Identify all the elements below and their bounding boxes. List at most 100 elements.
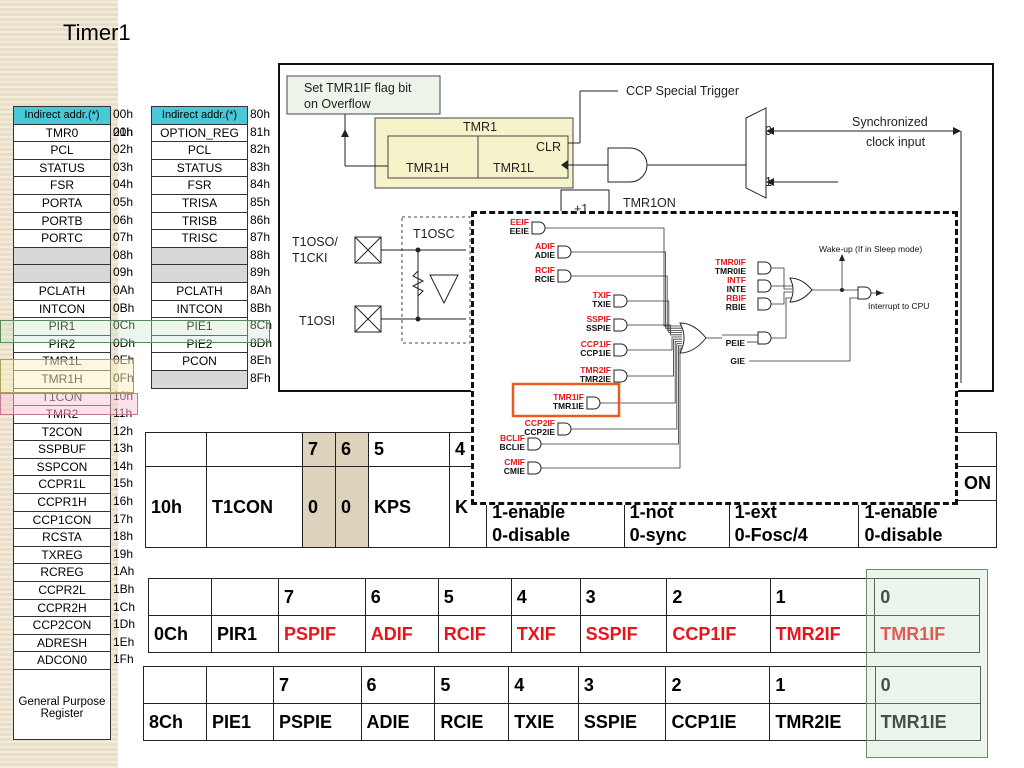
- pir1-bit-number: 5: [437, 578, 512, 616]
- t1con-bit-value: KPS: [368, 466, 450, 548]
- irq-enable-rbie: RBIE: [726, 302, 747, 312]
- bank1-register-address: 80h: [250, 107, 271, 121]
- irq-wire: [627, 338, 682, 377]
- bank0-register-address: 1Dh: [113, 617, 136, 632]
- irq-and-gate: [557, 422, 572, 436]
- bank0-register-cell: INTCON: [14, 300, 110, 319]
- irq-and-gate: [527, 461, 542, 475]
- bank0-register-address: 09h: [113, 265, 134, 280]
- interrupt-cpu-label: Interrupt to CPU: [868, 301, 929, 311]
- irq-wire: [571, 343, 682, 430]
- irq-and-gate: [613, 369, 628, 383]
- bank0-register-address: 04h: [113, 177, 134, 192]
- irq-wire: [771, 267, 792, 287]
- bank0-register-cell: Indirect addr.(*): [14, 107, 110, 125]
- bank1-register-cell: PCLATH: [152, 282, 247, 301]
- bank0-register-cell: T2CON: [14, 423, 110, 442]
- bank1-register-address: 82h: [250, 142, 271, 157]
- bank1-register-address: 81h: [250, 124, 271, 139]
- tmr1h-label: TMR1H: [406, 161, 449, 175]
- interrupt-logic-diagram: EEIFEEIEADIFADIERCIFRCIETXIFTXIESSPIFSSP…: [500, 217, 930, 476]
- irq-and-gate: [613, 294, 628, 308]
- bank1-register-address: 8Ah: [250, 282, 272, 297]
- tmr1l-label: TMR1L: [493, 161, 534, 175]
- sync-input-line1: Synchronized: [852, 115, 928, 129]
- irq-wire: [627, 300, 682, 333]
- bank1-register-address: 87h: [250, 230, 271, 245]
- bank1-register-cell: STATUS: [152, 159, 247, 178]
- irq-wire: [571, 251, 682, 329]
- pir1-bit-rcif: RCIF: [437, 615, 512, 653]
- bank1-register-address: 85h: [250, 194, 271, 209]
- bank0-register-address: 01h: [113, 124, 134, 139]
- bank0-register-cell: RCSTA: [14, 529, 110, 547]
- t1osi-label: T1OSI: [299, 314, 335, 328]
- pie1-bit-txie: TXIE: [508, 703, 579, 741]
- t1con-name: T1CON: [206, 466, 303, 548]
- bank1-register-cell: PCON: [152, 353, 247, 371]
- irq-flag-bclif: BCLIF: [500, 433, 525, 443]
- irq-flag-txif: TXIF: [593, 290, 611, 300]
- pie1-bit-number: 1: [769, 666, 876, 704]
- t1con-addr-header: [145, 432, 207, 467]
- tmr1if-highlight: [511, 382, 621, 418]
- pir1-bit-tmr1if: TMR1IF: [874, 615, 980, 653]
- bank1-register-cell: TRISB: [152, 212, 247, 231]
- flag-note-line1: Set TMR1IF flag bit: [304, 81, 412, 95]
- tmr1-highlight: [0, 359, 134, 393]
- bank0-register-address: 18h: [113, 529, 134, 544]
- pir1-bit-ccp1if: CCP1IF: [666, 615, 771, 653]
- bank0-register-address: 1Fh: [113, 652, 134, 667]
- pie1-bit-number: 4: [508, 666, 579, 704]
- t1con-bit-number: 7: [302, 432, 336, 467]
- irq-wire: [541, 345, 682, 445]
- irq-wire: [545, 227, 682, 327]
- bank0-register-address: 07h: [113, 230, 134, 245]
- irq-wire: [771, 297, 792, 339]
- pie1-bit-pspie: PSPIE: [273, 703, 362, 741]
- pie1-bit-number: 2: [665, 666, 771, 704]
- pie1-bit-sspie: SSPIE: [577, 703, 667, 741]
- irq-enable-tmr2ie: TMR2IE: [580, 374, 612, 384]
- irq-enable-cmie: CMIE: [504, 466, 526, 476]
- bank1-register-cell: TRISA: [152, 194, 247, 213]
- pir1-bit-txif: TXIF: [510, 615, 581, 653]
- irq-and-gate: [757, 261, 772, 275]
- pir1-bit-number: 3: [579, 578, 668, 616]
- pir1-bit-adif: ADIF: [364, 615, 439, 653]
- t1oso-line2: T1CKI: [292, 251, 327, 265]
- pir1-bit-tmr2if: TMR2IF: [769, 615, 876, 653]
- bank0-register-address: 0Ah: [113, 282, 135, 297]
- bank0-register-cell: PORTA: [14, 194, 110, 213]
- bank1-register-address: 8Eh: [250, 353, 272, 368]
- bank0-register-cell: CCPR1H: [14, 494, 110, 512]
- bank0-register-cell: TMR0: [14, 124, 110, 143]
- bank0-register-address: 12h: [113, 423, 134, 438]
- bank1-register-address: 8Ch: [250, 318, 273, 333]
- t1con-bit-value: 0: [335, 466, 369, 548]
- bank0-register-cell: [14, 247, 110, 266]
- pir1-bit-sspif: SSPIF: [579, 615, 668, 653]
- sync-input-line2: clock input: [866, 135, 926, 149]
- bank0-register-cell: SSPCON: [14, 458, 110, 477]
- bank0-register-cell: RCREG: [14, 564, 110, 583]
- t1con-bit-number: 6: [335, 432, 369, 467]
- bit0-column-highlight: [866, 569, 988, 758]
- t1con-bit-value: 0: [302, 466, 336, 548]
- bank1-register-cell: PIE2: [152, 335, 247, 354]
- bank0-register-address: 16h: [113, 494, 134, 509]
- bank0-register-cell: STATUS: [14, 159, 110, 178]
- bank0-register-cell: [14, 265, 110, 283]
- irq-flag-tmr1if: TMR1IF: [553, 392, 584, 402]
- irq-flag-ccp2if: CCP2IF: [525, 418, 555, 428]
- irq-and-gate: [757, 297, 772, 311]
- pir1-addr-header: [148, 578, 212, 616]
- irq-flag-rcif: RCIF: [535, 265, 555, 275]
- bank0-register-address: 03h: [113, 159, 134, 174]
- bank0-register-address: 00h: [113, 107, 134, 121]
